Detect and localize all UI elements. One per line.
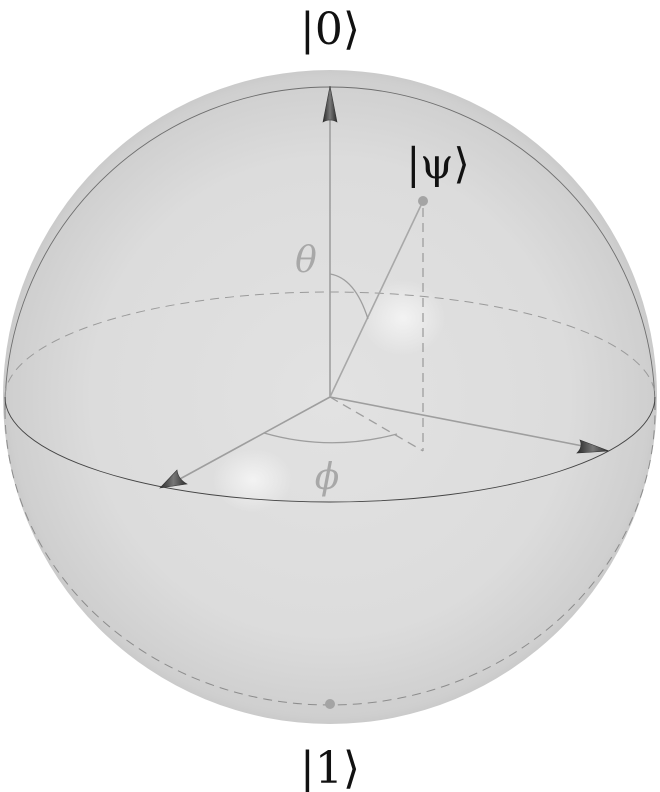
ket-one-label: |1⟩ bbox=[300, 743, 360, 792]
state-vector-point bbox=[418, 196, 428, 206]
projection-equatorial-dashed bbox=[329, 396, 424, 452]
ket-zero-label: |0⟩ bbox=[300, 4, 360, 55]
ket-psi-label: |ψ⟩ bbox=[406, 139, 469, 188]
equator-front-solid bbox=[4, 396, 656, 503]
south-pole-point bbox=[325, 699, 335, 709]
sphere-highlight-upper bbox=[361, 280, 445, 356]
sphere-highlight-lower bbox=[213, 448, 293, 512]
y-axis-line bbox=[329, 396, 589, 448]
state-vector-line bbox=[329, 200, 424, 398]
x-axis-line bbox=[177, 396, 331, 481]
x-axis-arrowhead bbox=[159, 469, 188, 489]
y-axis-arrowhead bbox=[576, 439, 610, 454]
phi-label: ϕ bbox=[315, 457, 340, 498]
theta-label: θ bbox=[295, 240, 317, 281]
theta-angle-arc bbox=[329, 273, 369, 320]
z-axis-arrowhead bbox=[322, 85, 338, 123]
phi-angle-arc bbox=[263, 432, 398, 444]
